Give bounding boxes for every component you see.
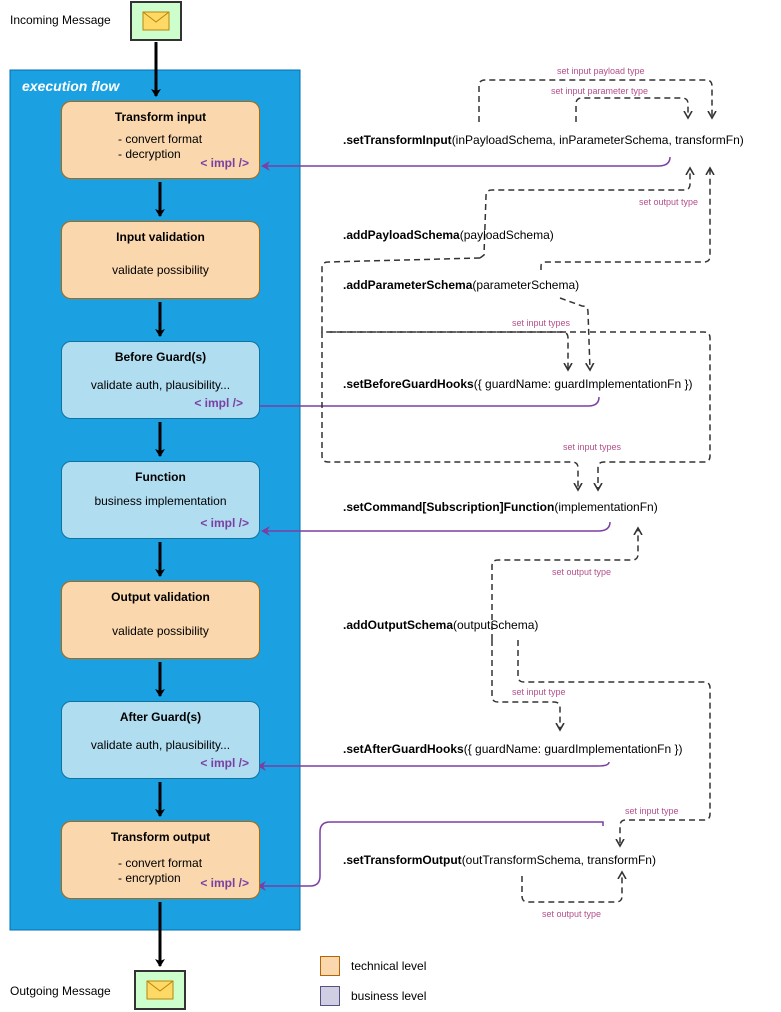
step-title: Output validation [111,590,210,604]
impl-tag: < impl /> [200,156,249,170]
impl-tag: < impl /> [194,396,243,410]
step-after-guards[interactable]: After Guard(s) validate auth, plausibili… [61,701,260,779]
step-desc: business implementation [94,494,227,508]
step-input-validation[interactable]: Input validation validate possibility [61,221,260,299]
note-set-output-type: set output type [552,567,612,577]
api-args: ({ guardName: guardImplementationFn }) [463,742,683,756]
api-args: (outputSchema) [453,618,539,632]
api-args: ({ guardName: guardImplementationFn }) [473,377,693,391]
step-item: - convert format [118,856,203,870]
step-title: Transform input [114,110,207,124]
api-set-before-guard-hooks: .setBeforeGuardHooks({ guardName: guardI… [343,377,693,391]
api-add-parameter-schema: .addParameterSchema(parameterSchema) [343,278,579,292]
api-args: (outTransformSchema, transformFn) [461,853,656,867]
api-method: .addParameterSchema [343,278,473,292]
legend-technical-swatch [320,956,340,976]
step-title: Transform output [110,830,211,844]
api-method: .setTransformOutput [343,853,462,867]
step-function[interactable]: Function business implementation < impl … [61,461,260,539]
step-transform-output[interactable]: Transform output - convert format - encr… [61,821,260,899]
step-desc: validate auth, plausibility... [90,738,231,752]
step-title: Function [135,470,186,484]
flow-connectors [151,42,165,967]
step-items: - convert format - encryption [118,856,202,886]
api-method: .addPayloadSchema [343,228,460,242]
note-set-input-type: set input type [625,806,679,816]
note-set-input-types: set input types [512,318,571,328]
step-desc: validate auth, plausibility... [90,378,231,392]
api-set-command-function: .setCommand[Subscription]Function(implem… [343,500,658,514]
api-args: (inPayloadSchema, inParameterSchema, tra… [451,133,744,147]
incoming-envelope-icon [130,1,182,41]
impl-tag: < impl /> [200,516,249,530]
type-arrows [321,79,712,903]
execution-flow-title: execution flow [22,78,120,94]
api-method: .addOutputSchema [343,618,454,632]
impl-tag: < impl /> [200,876,249,890]
legend-technical-label: technical level [351,959,427,973]
step-title: Before Guard(s) [114,350,207,364]
outgoing-message-label: Outgoing Message [10,984,111,998]
api-add-output-schema: .addOutputSchema(outputSchema) [343,618,538,632]
api-add-payload-schema: .addPayloadSchema(payloadSchema) [343,228,554,242]
api-args: (parameterSchema) [472,278,580,292]
note-set-input-payload-type: set input payload type [557,66,645,76]
step-item: - decryption [118,147,181,161]
step-title: After Guard(s) [119,710,202,724]
step-item: - encryption [118,871,181,885]
note-set-input-types: set input types [563,442,622,452]
api-set-transform-input: .setTransformInput(inPayloadSchema, inPa… [343,133,744,147]
api-set-after-guard-hooks: .setAfterGuardHooks({ guardName: guardIm… [343,742,683,756]
api-method: .setAfterGuardHooks [343,742,464,756]
step-item: - convert format [118,132,203,146]
step-items: - convert format - decryption [118,132,202,162]
legend-business-label: business level [351,989,427,1003]
api-args: (payloadSchema) [459,228,554,242]
api-set-transform-output: .setTransformOutput(outTransformSchema, … [343,853,656,867]
step-transform-input[interactable]: Transform input - convert format - decry… [61,101,260,179]
note-set-output-type: set output type [542,909,602,919]
api-method: .setBeforeGuardHooks [343,377,474,391]
outgoing-envelope-icon [134,970,186,1010]
impl-tag: < impl /> [200,756,249,770]
api-args: (implementationFn) [554,500,658,514]
step-output-validation[interactable]: Output validation validate possibility [61,581,260,659]
step-before-guards[interactable]: Before Guard(s) validate auth, plausibil… [61,341,260,419]
api-method: .setCommand[Subscription]Function [343,500,555,514]
impl-arrows [251,156,671,891]
legend-business-swatch [320,986,340,1006]
note-set-output-type: set output type [639,197,699,207]
step-title: Input validation [116,230,205,244]
step-desc: validate possibility [112,263,209,277]
api-method: .setTransformInput [343,133,452,147]
step-desc: validate possibility [112,624,209,638]
note-set-input-parameter-type: set input parameter type [551,86,649,96]
incoming-message-label: Incoming Message [10,13,111,27]
note-set-input-type: set input type [512,687,566,697]
